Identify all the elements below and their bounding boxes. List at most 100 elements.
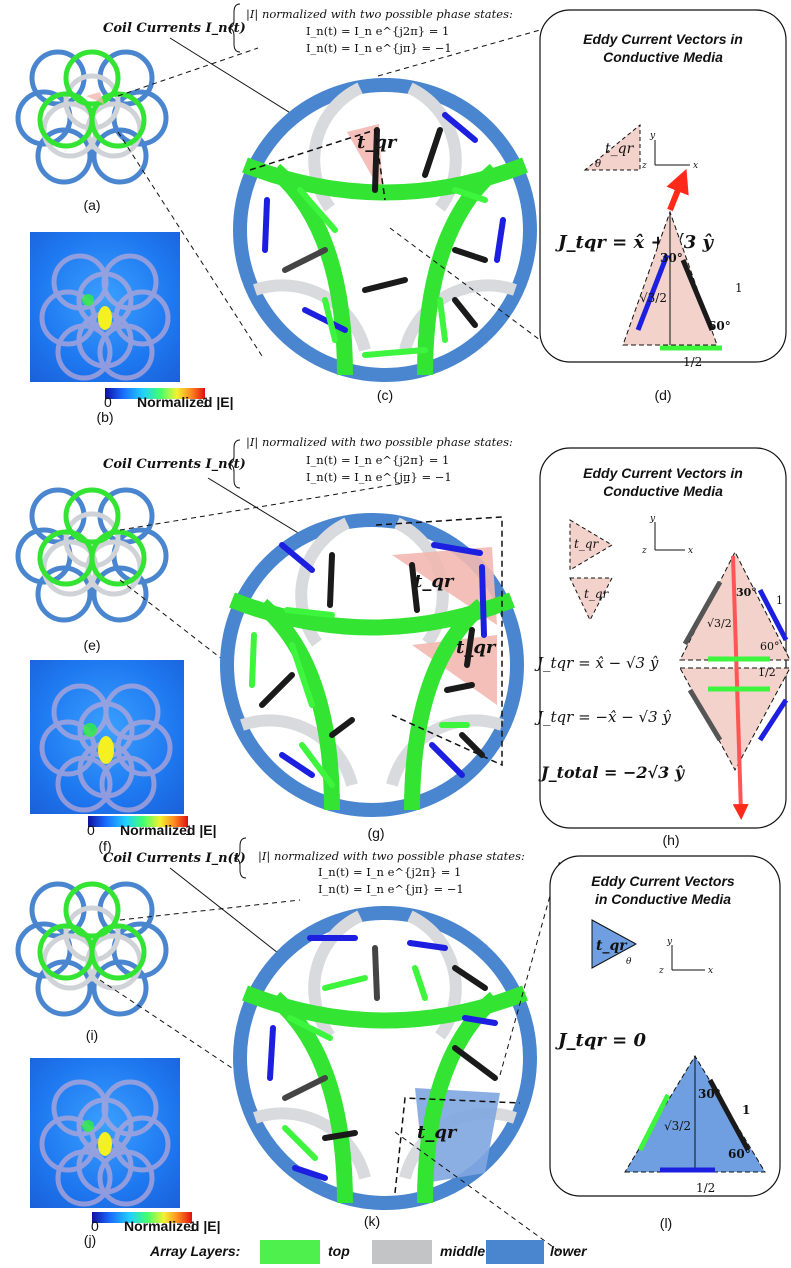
coil-array-zoom: t_qr (233, 78, 537, 382)
subfigure-label: (a) (83, 197, 100, 213)
svg-text:(g): (g) (367, 825, 384, 841)
coil-array-small (15, 487, 169, 623)
svg-text:1: 1 (202, 394, 210, 410)
svg-text:t_qr: t_qr (417, 1122, 458, 1143)
svg-text:(i): (i) (86, 1027, 98, 1043)
svg-text:0: 0 (91, 1218, 99, 1234)
box-title: Eddy Current Vectors in (583, 31, 743, 47)
svg-text:1: 1 (185, 822, 193, 838)
coil-array-zoom: t_qr t_qr (220, 513, 524, 817)
svg-text:Coil Currents I_n(t): Coil Currents I_n(t) (103, 457, 246, 472)
svg-text:(f): (f) (98, 838, 111, 854)
svg-text:|I| normalized with two possib: |I| normalized with two possible phase s… (246, 435, 513, 450)
svg-text:J_tqr = 0: J_tqr = 0 (555, 1030, 647, 1051)
colorbar: 0 Normalized |E| 1 (87, 816, 217, 838)
panel-2: Coil Currents I_n(t) |I| normalized with… (15, 435, 791, 854)
eddy-box: Eddy Current Vectors in Conductive Media… (539, 9, 787, 369)
eddy-box: Eddy Current Vectors in Conductive Media… (534, 447, 791, 829)
svg-text:z: z (641, 546, 647, 556)
svg-text:1/2: 1/2 (696, 1181, 715, 1195)
coil-array-small (15, 49, 169, 185)
svg-text:z: z (658, 966, 664, 976)
svg-text:(k): (k) (364, 1213, 380, 1229)
svg-text:30°: 30° (736, 586, 757, 599)
svg-text:t_qr: t_qr (596, 938, 628, 954)
coil-array-small (15, 881, 169, 1017)
svg-text:Eddy Current Vectors: Eddy Current Vectors (591, 873, 735, 889)
panel-1: Coil Currents I_n(t) |I| normalized with… (15, 3, 787, 425)
svg-text:60°: 60° (708, 319, 731, 333)
svg-text:Normalized |E|: Normalized |E| (120, 822, 217, 838)
svg-text:t_qr: t_qr (456, 637, 497, 658)
svg-text:x: x (693, 161, 698, 171)
subfigure-label: (d) (654, 387, 671, 403)
field-map (30, 660, 184, 814)
svg-text:Eddy Current Vectors in: Eddy Current Vectors in (583, 465, 743, 481)
svg-text:(e): (e) (83, 637, 100, 653)
svg-text:I_n(t) = I_n e^{jπ} = −1: I_n(t) = I_n e^{jπ} = −1 (306, 470, 452, 484)
phase-eq-1: I_n(t) = I_n e^{j2π} = 1 (306, 24, 449, 38)
svg-text:t_qr: t_qr (414, 571, 455, 592)
svg-text:J_tqr = −x̂ − √3 ŷ: J_tqr = −x̂ − √3 ŷ (534, 708, 671, 726)
svg-text:Coil Currents I_n(t): Coil Currents I_n(t) (103, 851, 246, 866)
svg-text:(l): (l) (660, 1215, 672, 1231)
eddy-box: Eddy Current Vectors in Conductive Media… (549, 855, 781, 1197)
svg-text:Conductive Media: Conductive Media (603, 483, 723, 499)
svg-text:t_qr: t_qr (584, 587, 610, 601)
coil-array-zoom: t_qr (233, 906, 537, 1210)
svg-text:t_qr: t_qr (574, 537, 600, 551)
field-map (30, 1058, 180, 1208)
svg-text:J_total = −2√3 ŷ: J_total = −2√3 ŷ (538, 763, 686, 782)
svg-text:1/2: 1/2 (683, 355, 702, 369)
svg-text:θ: θ (626, 957, 632, 967)
colorbar: 0 Normalized |E| 1 (104, 388, 234, 410)
svg-text:I_n(t) = I_n e^{jπ} = −1: I_n(t) = I_n e^{jπ} = −1 (318, 882, 464, 896)
panel-3: Coil Currents I_n(t) |I| normalized with… (15, 837, 781, 1253)
legend-swatch-top (260, 1240, 320, 1264)
svg-text:J_tqr = x̂ − √3 ŷ: J_tqr = x̂ − √3 ŷ (534, 654, 659, 672)
svg-text:I_n(t) = I_n e^{j2π} = 1: I_n(t) = I_n e^{j2π} = 1 (306, 453, 449, 467)
svg-text:z: z (641, 161, 647, 171)
svg-text:θ: θ (595, 159, 601, 170)
svg-text:60°: 60° (728, 1147, 751, 1161)
svg-text:(h): (h) (662, 832, 679, 848)
phase-eq-2: I_n(t) = I_n e^{jπ} = −1 (306, 41, 452, 55)
svg-text:1: 1 (742, 1103, 750, 1117)
field-map (30, 232, 180, 382)
svg-text:0: 0 (104, 394, 112, 410)
svg-text:0: 0 (87, 822, 95, 838)
svg-text:60°: 60° (760, 640, 780, 653)
svg-text:√3/2: √3/2 (707, 617, 732, 630)
svg-text:√3/2: √3/2 (640, 291, 667, 305)
svg-text:1/2: 1/2 (758, 666, 776, 679)
svg-text:y: y (666, 937, 673, 947)
svg-text:y: y (649, 131, 656, 141)
svg-text:x: x (708, 966, 713, 976)
svg-text:y: y (649, 514, 656, 524)
svg-text:(j): (j) (84, 1232, 96, 1248)
svg-text:√3/2: √3/2 (664, 1119, 691, 1133)
svg-text:|I| normalized with two possib: |I| normalized with two possible phase s… (258, 849, 525, 864)
svg-text:30°: 30° (698, 1087, 721, 1101)
svg-text:in Conductive Media: in Conductive Media (595, 891, 731, 907)
legend: Array Layers: top middle lower (149, 1240, 588, 1264)
svg-text:30°: 30° (660, 251, 683, 265)
colorbar: 0 Normalized |E| 1 (91, 1212, 221, 1234)
svg-text:1: 1 (735, 281, 743, 295)
subfigure-label: (b) (96, 409, 113, 425)
subfigure-label: (c) (377, 387, 393, 403)
svg-text:Conductive Media: Conductive Media (603, 49, 723, 65)
svg-text:t_qr: t_qr (605, 141, 635, 157)
svg-text:1: 1 (189, 1218, 197, 1234)
legend-title: Array Layers: (149, 1243, 240, 1259)
legend-swatch-middle (372, 1240, 432, 1264)
svg-text:x: x (688, 546, 693, 556)
phase-note: |I| normalized with two possible phase s… (246, 7, 513, 22)
legend-label-top: top (328, 1243, 350, 1259)
svg-text:Normalized |E|: Normalized |E| (137, 394, 234, 410)
brace (227, 3, 241, 53)
j-vector-eq: J_tqr = x̂ + √3 ŷ (555, 232, 714, 253)
svg-text:Normalized |E|: Normalized |E| (124, 1218, 221, 1234)
coil-currents-label: Coil Currents I_n(t) (103, 21, 246, 36)
